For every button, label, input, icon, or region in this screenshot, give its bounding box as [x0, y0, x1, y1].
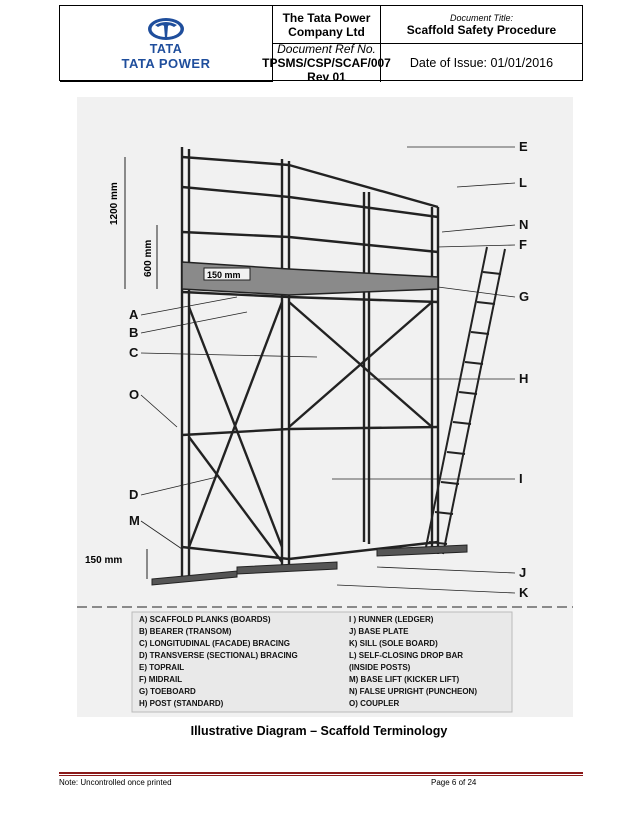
- dimension-lines: [124, 157, 158, 579]
- letter-M: M: [129, 513, 140, 528]
- legend-N: N) FALSE UPRIGHT (PUNCHEON): [349, 687, 477, 696]
- left-letters: A B C O D M: [129, 307, 140, 528]
- legend-B: B) BEARER (TRANSOM): [139, 627, 232, 636]
- legend-K: K) SILL (SOLE BOARD): [349, 639, 438, 648]
- ref-label: Document Ref No.: [277, 42, 376, 56]
- leader-lines: [140, 146, 516, 594]
- footer-rule-thin: [59, 775, 583, 776]
- letter-C: C: [129, 345, 139, 360]
- legend-M: M) BASE LIFT (KICKER LIFT): [349, 675, 460, 684]
- logo-tata-text: TATA: [149, 42, 183, 56]
- dim-150-plank: 150 mm: [207, 270, 241, 280]
- letter-L: L: [519, 175, 527, 190]
- scaffold-diagram: 150 mm 1200 mm 600 mm 150 mm: [77, 97, 573, 717]
- letter-E: E: [519, 139, 528, 154]
- legend-I: I ) RUNNER (LEDGER): [349, 615, 434, 624]
- title-cell: Document Title: Scaffold Safety Procedur…: [381, 6, 582, 44]
- letter-D: D: [129, 487, 138, 502]
- letter-I: I: [519, 471, 523, 486]
- legend-G: G) TOEBOARD: [139, 687, 196, 696]
- legend-O: O) COUPLER: [349, 699, 399, 708]
- legend-E: E) TOPRAIL: [139, 663, 184, 672]
- footer-rule: [59, 772, 583, 774]
- letter-K: K: [519, 585, 529, 600]
- logo-tata-power-text: TATA POWER: [121, 56, 211, 71]
- legend-D: D) TRANSVERSE (SECTIONAL) BRACING: [139, 651, 298, 660]
- ref-cell: Document Ref No. TPSMS/CSP/SCAF/007 Rev …: [262, 42, 391, 84]
- figure-caption: Illustrative Diagram – Scaffold Terminol…: [190, 724, 448, 738]
- doc-title: Scaffold Safety Procedure: [406, 22, 557, 37]
- legend-J: J) BASE PLATE: [349, 627, 409, 636]
- footer-note: Note: Uncontrolled once printed: [59, 778, 172, 787]
- ladder: [424, 246, 506, 555]
- legend-F: F) MIDRAIL: [139, 675, 182, 684]
- legend-A: A) SCAFFOLD PLANKS (BOARDS): [139, 615, 271, 624]
- dim-600: 600 mm: [143, 240, 154, 277]
- tata-emblem-icon: [148, 18, 184, 40]
- scaffold-drawing: 150 mm 1200 mm 600 mm 150 mm: [77, 139, 573, 713]
- scaffold-structure: [180, 147, 440, 579]
- legend-left: A) SCAFFOLD PLANKS (BOARDS) B) BEARER (T…: [139, 615, 298, 708]
- issue-date: Date of Issue: 01/01/2016: [409, 56, 554, 70]
- company-name: The Tata Power Company Ltd: [282, 10, 371, 39]
- letter-N: N: [519, 217, 528, 232]
- letter-A: A: [129, 307, 139, 322]
- letter-G: G: [519, 289, 529, 304]
- company-cell: The Tata Power Company Ltd: [273, 6, 381, 44]
- sills: [151, 544, 468, 586]
- footer-page-number: Page 6 of 24: [431, 778, 477, 787]
- tata-logo: TATA TATA POWER: [60, 6, 273, 82]
- issue-cell: Date of Issue: 01/01/2016: [381, 44, 582, 82]
- legend-L: L) SELF-CLOSING DROP BAR: [349, 651, 463, 660]
- legend-H: H) POST (STANDARD): [139, 699, 224, 708]
- letter-O: O: [129, 387, 139, 402]
- legend-C: C) LONGITUDINAL (FACADE) BRACING: [139, 639, 290, 648]
- dim-150-base: 150 mm: [85, 555, 122, 566]
- right-letters: E L N F G H I J K: [519, 139, 529, 600]
- document-header: The Tata Power Company Ltd TATA TATA POW…: [59, 5, 583, 84]
- letter-F: F: [519, 237, 527, 252]
- letter-J: J: [519, 565, 526, 580]
- doc-title-label: Document Title:: [450, 12, 513, 23]
- letter-B: B: [129, 325, 138, 340]
- legend-right: I ) RUNNER (LEDGER) J) BASE PLATE K) SIL…: [349, 615, 477, 708]
- legend-L-cont: (INSIDE POSTS): [349, 663, 411, 672]
- dim-1200: 1200 mm: [109, 182, 120, 225]
- letter-H: H: [519, 371, 528, 386]
- ref-value: TPSMS/CSP/SCAF/007 Rev 01: [262, 56, 391, 84]
